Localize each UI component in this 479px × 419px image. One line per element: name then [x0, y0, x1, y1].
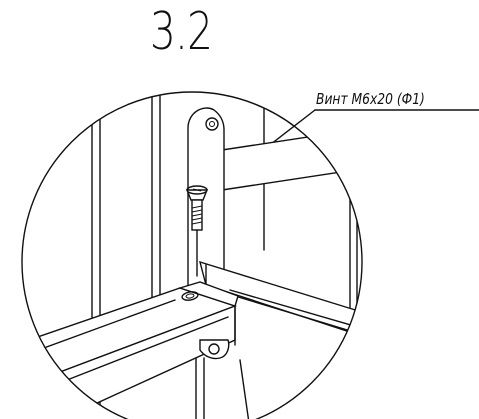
detail-view: [22, 92, 362, 419]
magnifier-circle: [21, 91, 363, 419]
step-number: 3.2: [150, 2, 213, 62]
screw-icon: [185, 185, 209, 277]
screw-callout-label: Винт М6х20 (Ф1): [316, 90, 425, 108]
